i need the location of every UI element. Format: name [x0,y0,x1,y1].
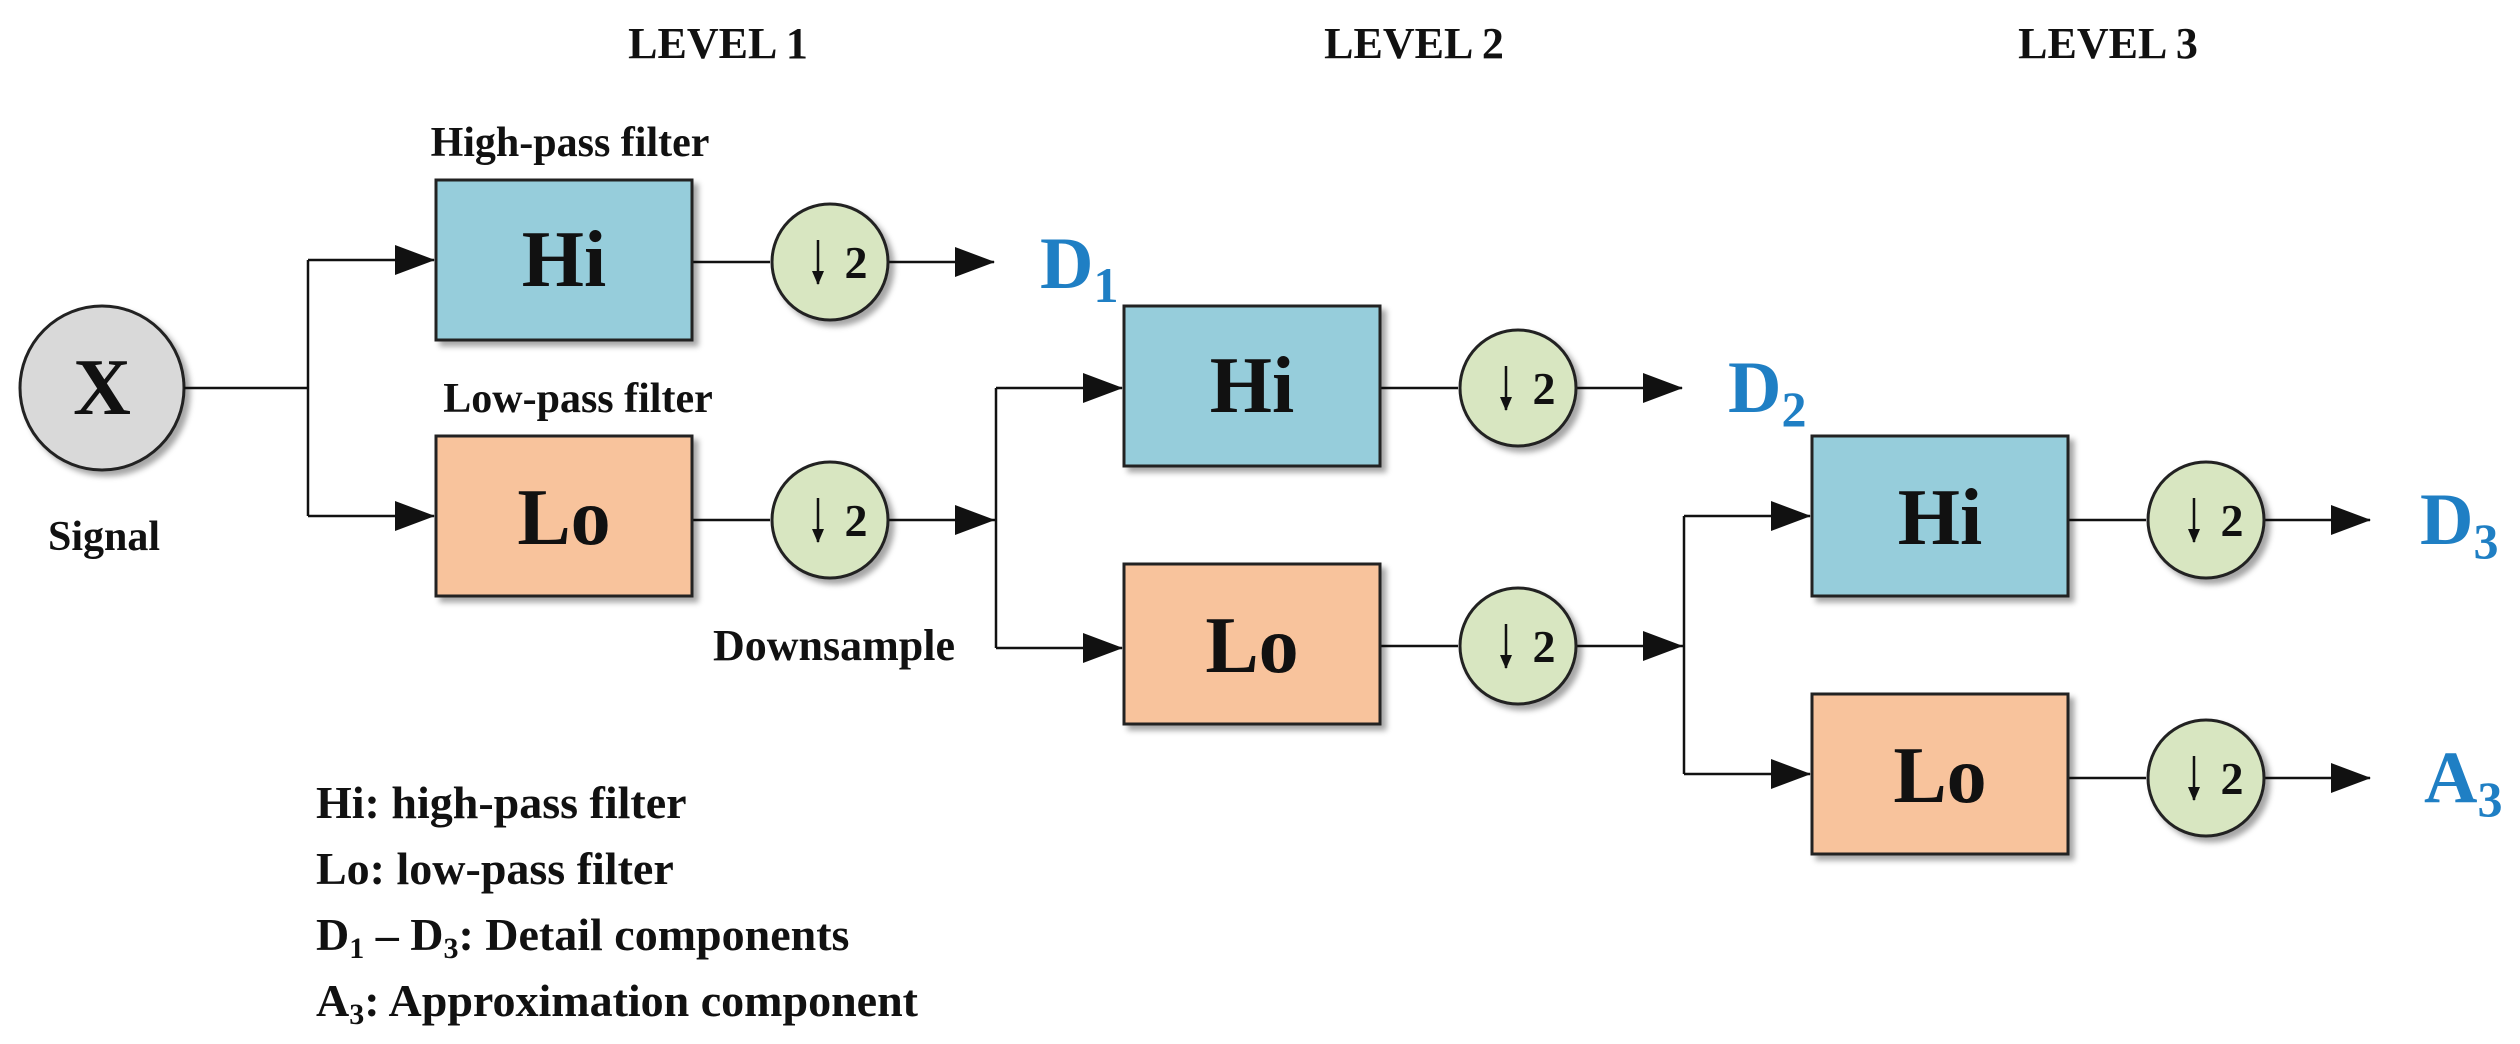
output-d1: D1 [1040,223,1118,313]
svg-text:2: 2 [845,495,868,546]
svg-text:2: 2 [1533,363,1556,414]
output-d3: D3 [2420,479,2498,569]
level3-hi-label: Hi [1898,474,1982,562]
level2-lo-label: Lo [1205,602,1298,690]
level1-hi-label: Hi [522,216,606,304]
svg-text:2: 2 [1533,621,1556,672]
level3-hi-filter [1810,434,2070,598]
wire-level3-split [1682,516,1686,774]
level-1-heading: LEVEL 1 [628,19,808,68]
output-d2: D2 [1728,347,1806,437]
downsample-l2-lo: 2 [1458,586,1578,706]
downsample-l3-hi: 2 [2146,460,2266,580]
level-2-heading: LEVEL 2 [1324,19,1504,68]
legend-hi: Hi: high-pass filter [316,777,687,828]
legend-lo: Lo: low-pass filter [316,843,674,894]
wire-input-split [184,260,310,516]
svg-text:2: 2 [2221,495,2244,546]
downsample-l1-lo: 2 [770,460,890,580]
level3-lo-filter [1810,692,2070,856]
wire-level2-split [994,388,998,648]
signal-caption: Signal [48,514,160,560]
high-pass-caption: High-pass filter [431,120,710,166]
level1-hi-filter [434,178,694,342]
svg-text:2: 2 [2221,753,2244,804]
svg-text:2: 2 [845,237,868,288]
downsample-l3-lo: 2 [2146,718,2266,838]
low-pass-caption: Low-pass filter [443,376,712,422]
level-3-heading: LEVEL 3 [2018,19,2198,68]
level3-lo-label: Lo [1893,732,1986,820]
input-symbol: X [73,344,131,432]
level2-hi-label: Hi [1210,342,1294,430]
downsample-caption: Downsample [713,621,955,670]
downsample-l1-hi: 2 [770,202,890,322]
downsample-l2-hi: 2 [1458,328,1578,448]
level2-lo-filter [1122,562,1382,726]
legend-detail: D1 – D3: Detail components [316,909,849,965]
level1-lo-filter [434,434,694,598]
level1-lo-label: Lo [517,474,610,562]
legend-approx: A3: Approximation component [316,975,919,1031]
level2-hi-filter [1122,304,1382,468]
output-a3: A3 [2424,737,2502,827]
